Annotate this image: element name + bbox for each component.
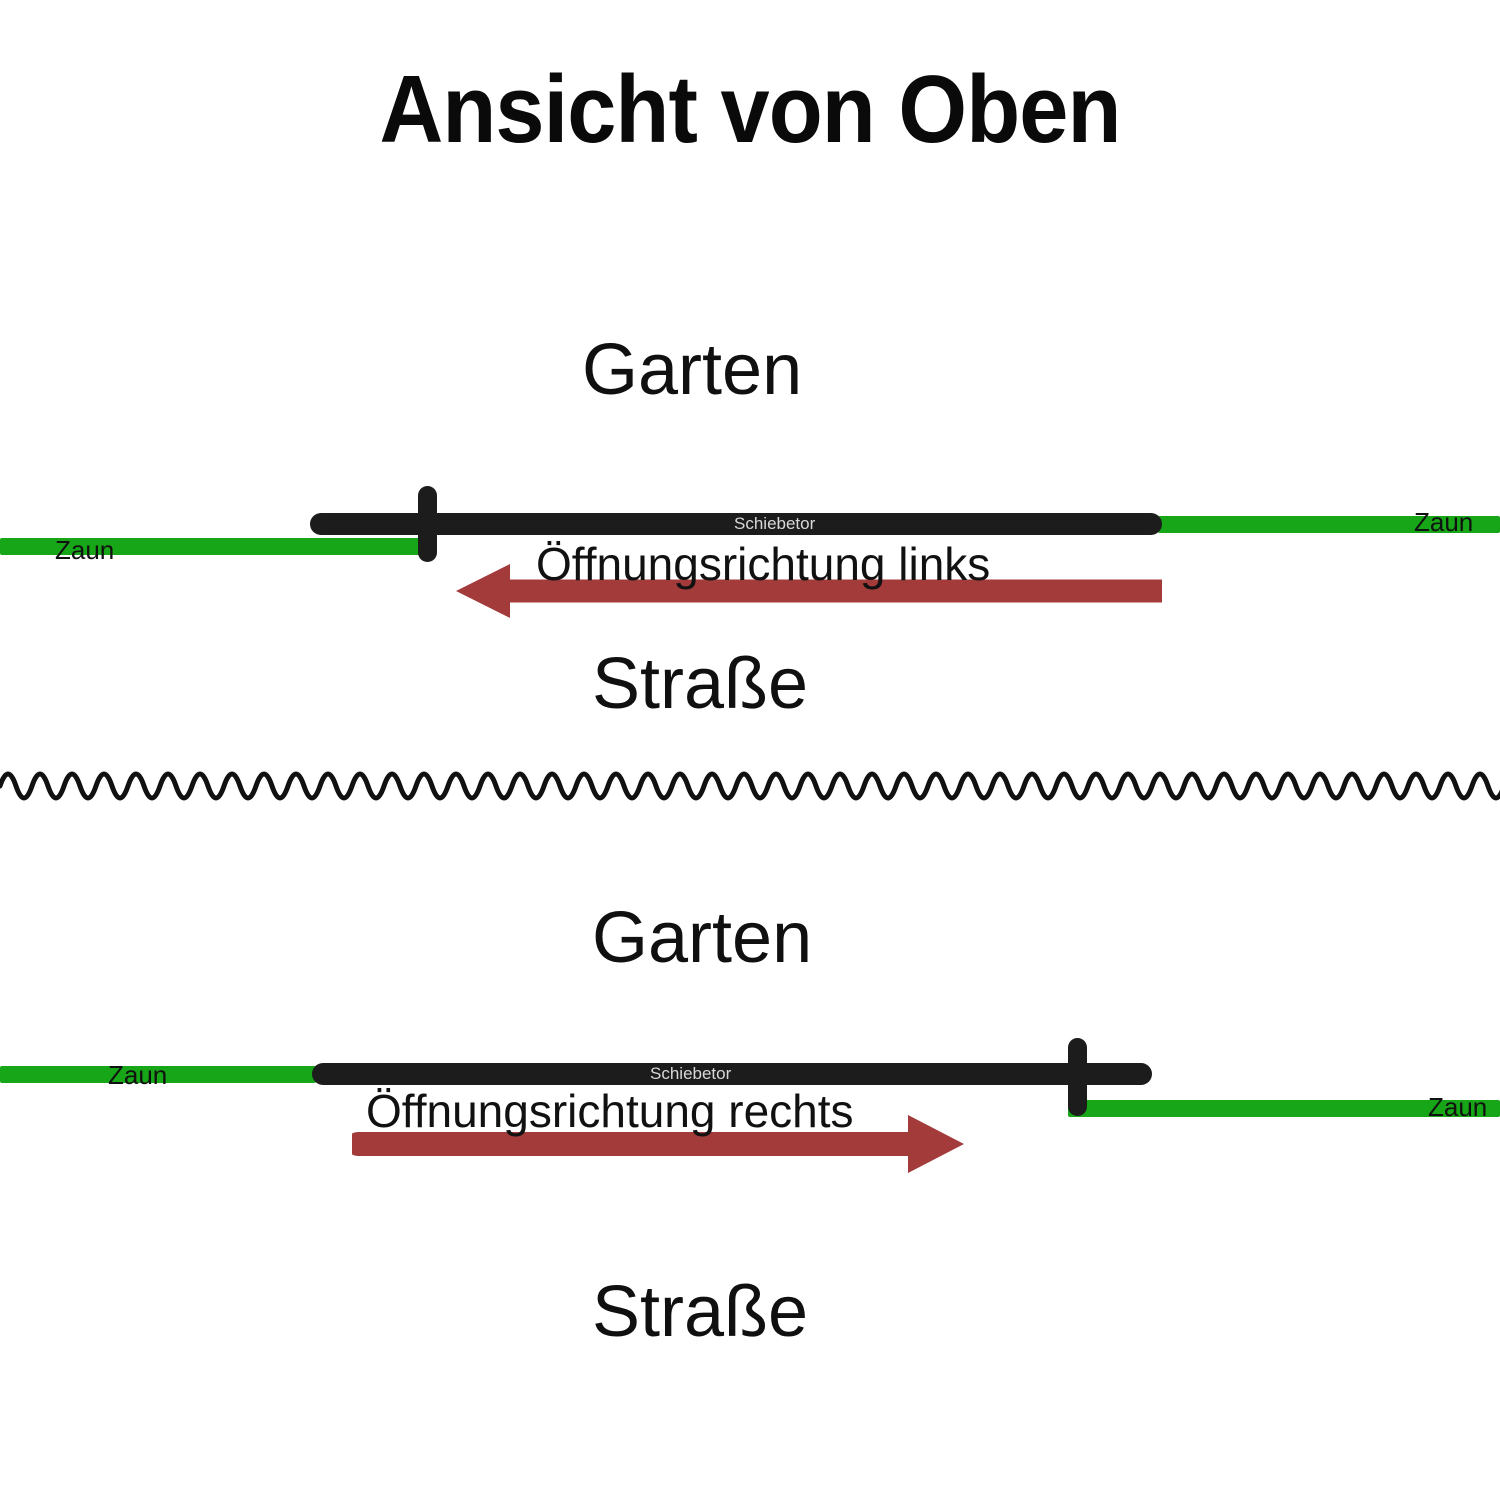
sliding-gate-label-bottom: Schiebetor [650, 1064, 732, 1083]
opening-direction-label-left: Öffnungsrichtung links [536, 538, 991, 590]
opening-direction-arrow-left [452, 558, 1162, 624]
fence-left-label-top: Zaun [55, 535, 115, 565]
fence-left-segment-bottom [0, 1066, 316, 1083]
fence-right-segment-bottom [1068, 1100, 1500, 1117]
strasse-label-bottom: Straße [592, 1272, 809, 1352]
opening-direction-arrow-right [352, 1108, 968, 1180]
sliding-gate-bar-top: Schiebetor [310, 513, 1162, 535]
fence-left-segment-top [0, 538, 428, 555]
wavy-separator [0, 748, 1500, 804]
gate-post-marker-bottom [1068, 1038, 1087, 1116]
fence-right-label-top: Zaun [1414, 507, 1474, 537]
sliding-gate-bar-bottom: Schiebetor [312, 1063, 1152, 1085]
fence-right-label-bottom: Zaun [1428, 1092, 1488, 1122]
opening-direction-label-right: Öffnungsrichtung rechts [366, 1085, 854, 1137]
garten-label-bottom: Garten [592, 898, 813, 978]
sliding-gate-label-top: Schiebetor [734, 514, 816, 533]
garten-label-top: Garten [582, 330, 803, 410]
strasse-label-top: Straße [592, 644, 809, 724]
page-title: Ansicht von Oben [379, 56, 1122, 163]
fence-right-segment-top [1158, 516, 1500, 533]
gate-post-marker-top [418, 486, 437, 562]
fence-left-label-bottom: Zaun [108, 1060, 168, 1090]
